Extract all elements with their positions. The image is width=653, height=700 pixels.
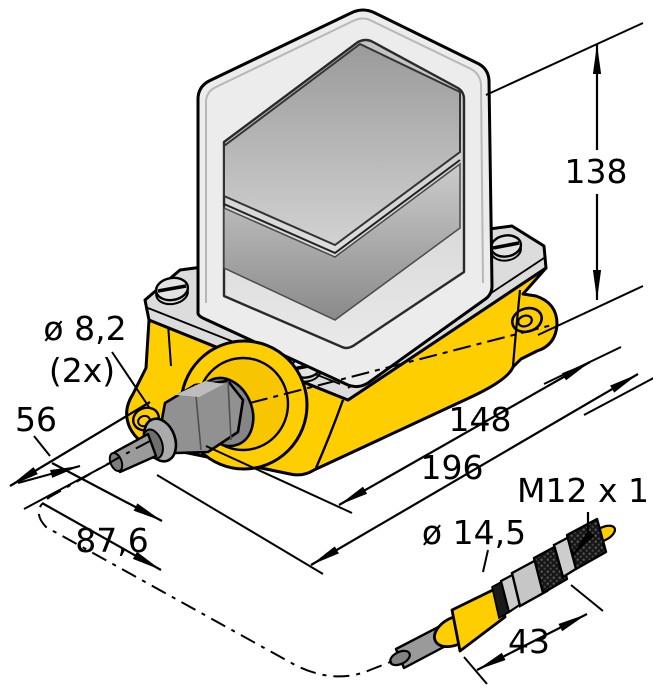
dim-87-6	[23, 462, 163, 571]
cable-route-centerline	[37, 440, 399, 678]
dim-148-label: 148	[449, 400, 512, 439]
dim-56	[9, 401, 151, 487]
dimensions	[9, 22, 653, 685]
dim-56-label: 56	[15, 400, 57, 439]
dim-43	[463, 584, 604, 685]
dim-138	[485, 22, 644, 336]
leader-m12	[571, 512, 595, 557]
hole-count-label: (2x)	[49, 351, 115, 390]
cable-gland	[108, 376, 255, 474]
hole-dia-label: ø 8,2	[43, 309, 126, 348]
thread-label: M12 x 1	[517, 471, 649, 510]
dimension-labels: 138 148 196 56 87,6 ø 8,2 (2x) ø 14,5 M1…	[15, 152, 649, 661]
screw-left	[154, 276, 190, 306]
dim-196-label: 196	[421, 448, 484, 487]
dim-43-label: 43	[508, 622, 550, 661]
leader-dia-14-5	[482, 549, 489, 573]
inner-module	[222, 38, 466, 350]
leader-dia-8-2	[111, 351, 150, 408]
dim-196	[156, 373, 653, 575]
device	[108, 8, 559, 477]
dim-87-6-label: 87,6	[75, 521, 148, 560]
cable-stub	[108, 432, 158, 474]
knurl-nut	[565, 517, 608, 571]
dim-138-label: 138	[565, 152, 628, 191]
screw-right	[489, 234, 523, 262]
connector-dia-label: ø 14,5	[422, 513, 526, 552]
